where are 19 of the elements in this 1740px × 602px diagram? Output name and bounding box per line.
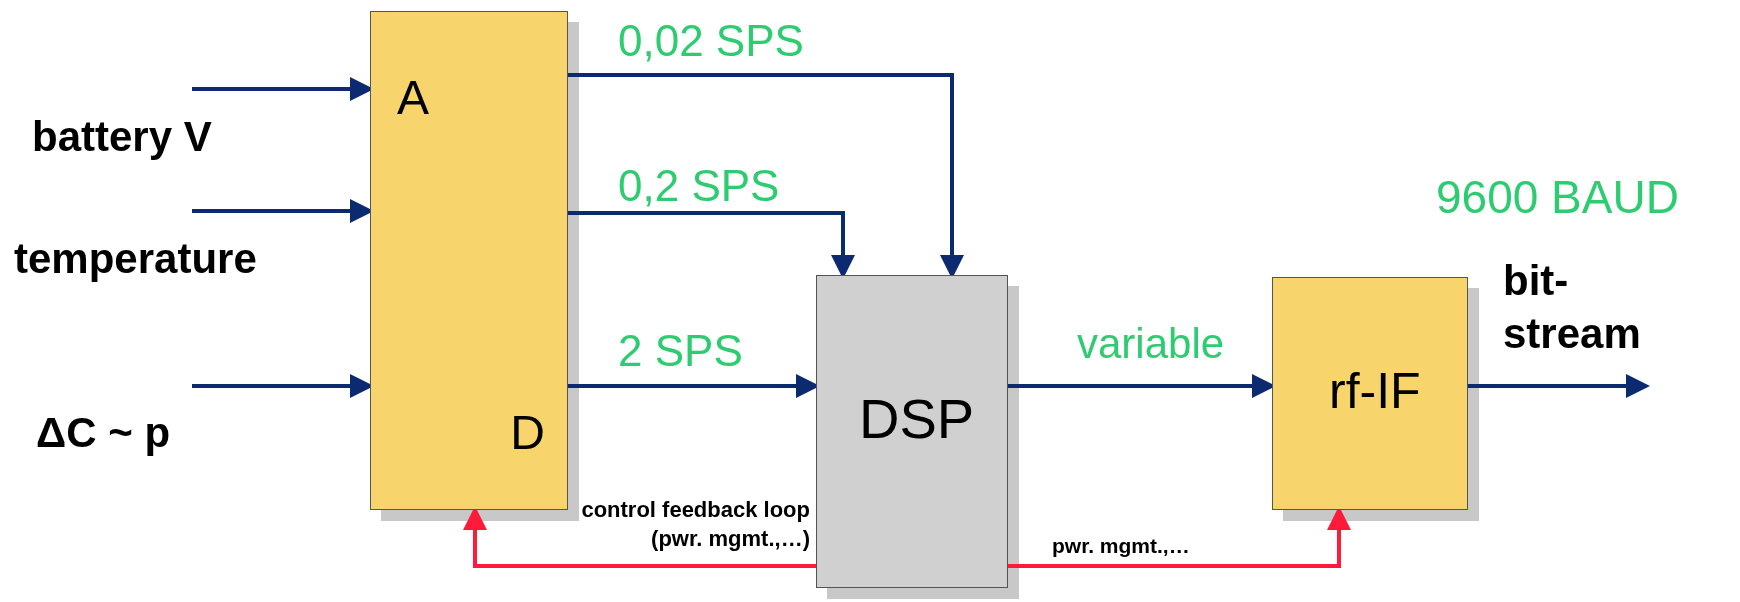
- edge-label: pwr. mgmt.,…: [1052, 533, 1190, 559]
- arrow: [1468, 374, 1650, 398]
- block-box: [816, 275, 1008, 588]
- edge-label: 0,02 SPS: [618, 15, 804, 67]
- block-label: A: [397, 74, 429, 122]
- signal-label: 9600 BAUD: [1436, 170, 1679, 225]
- edge-label: variable: [1077, 319, 1225, 369]
- block-label: DSP: [859, 391, 975, 447]
- signal-label: battery V: [32, 112, 212, 162]
- signal-label: bit-stream: [1503, 256, 1642, 359]
- signal-label: temperature: [14, 234, 257, 284]
- block-label: D: [510, 409, 545, 457]
- block-label: rf-IF: [1329, 366, 1421, 416]
- block-box: [370, 11, 568, 510]
- edge-label: 0,2 SPS: [618, 160, 780, 212]
- edge-label: control feedback loop (pwr. mgmt.,…): [580, 496, 810, 553]
- signal-label: ΔC ~ p: [36, 408, 171, 458]
- block-box: [1272, 277, 1468, 510]
- edge-label: 2 SPS: [618, 325, 743, 377]
